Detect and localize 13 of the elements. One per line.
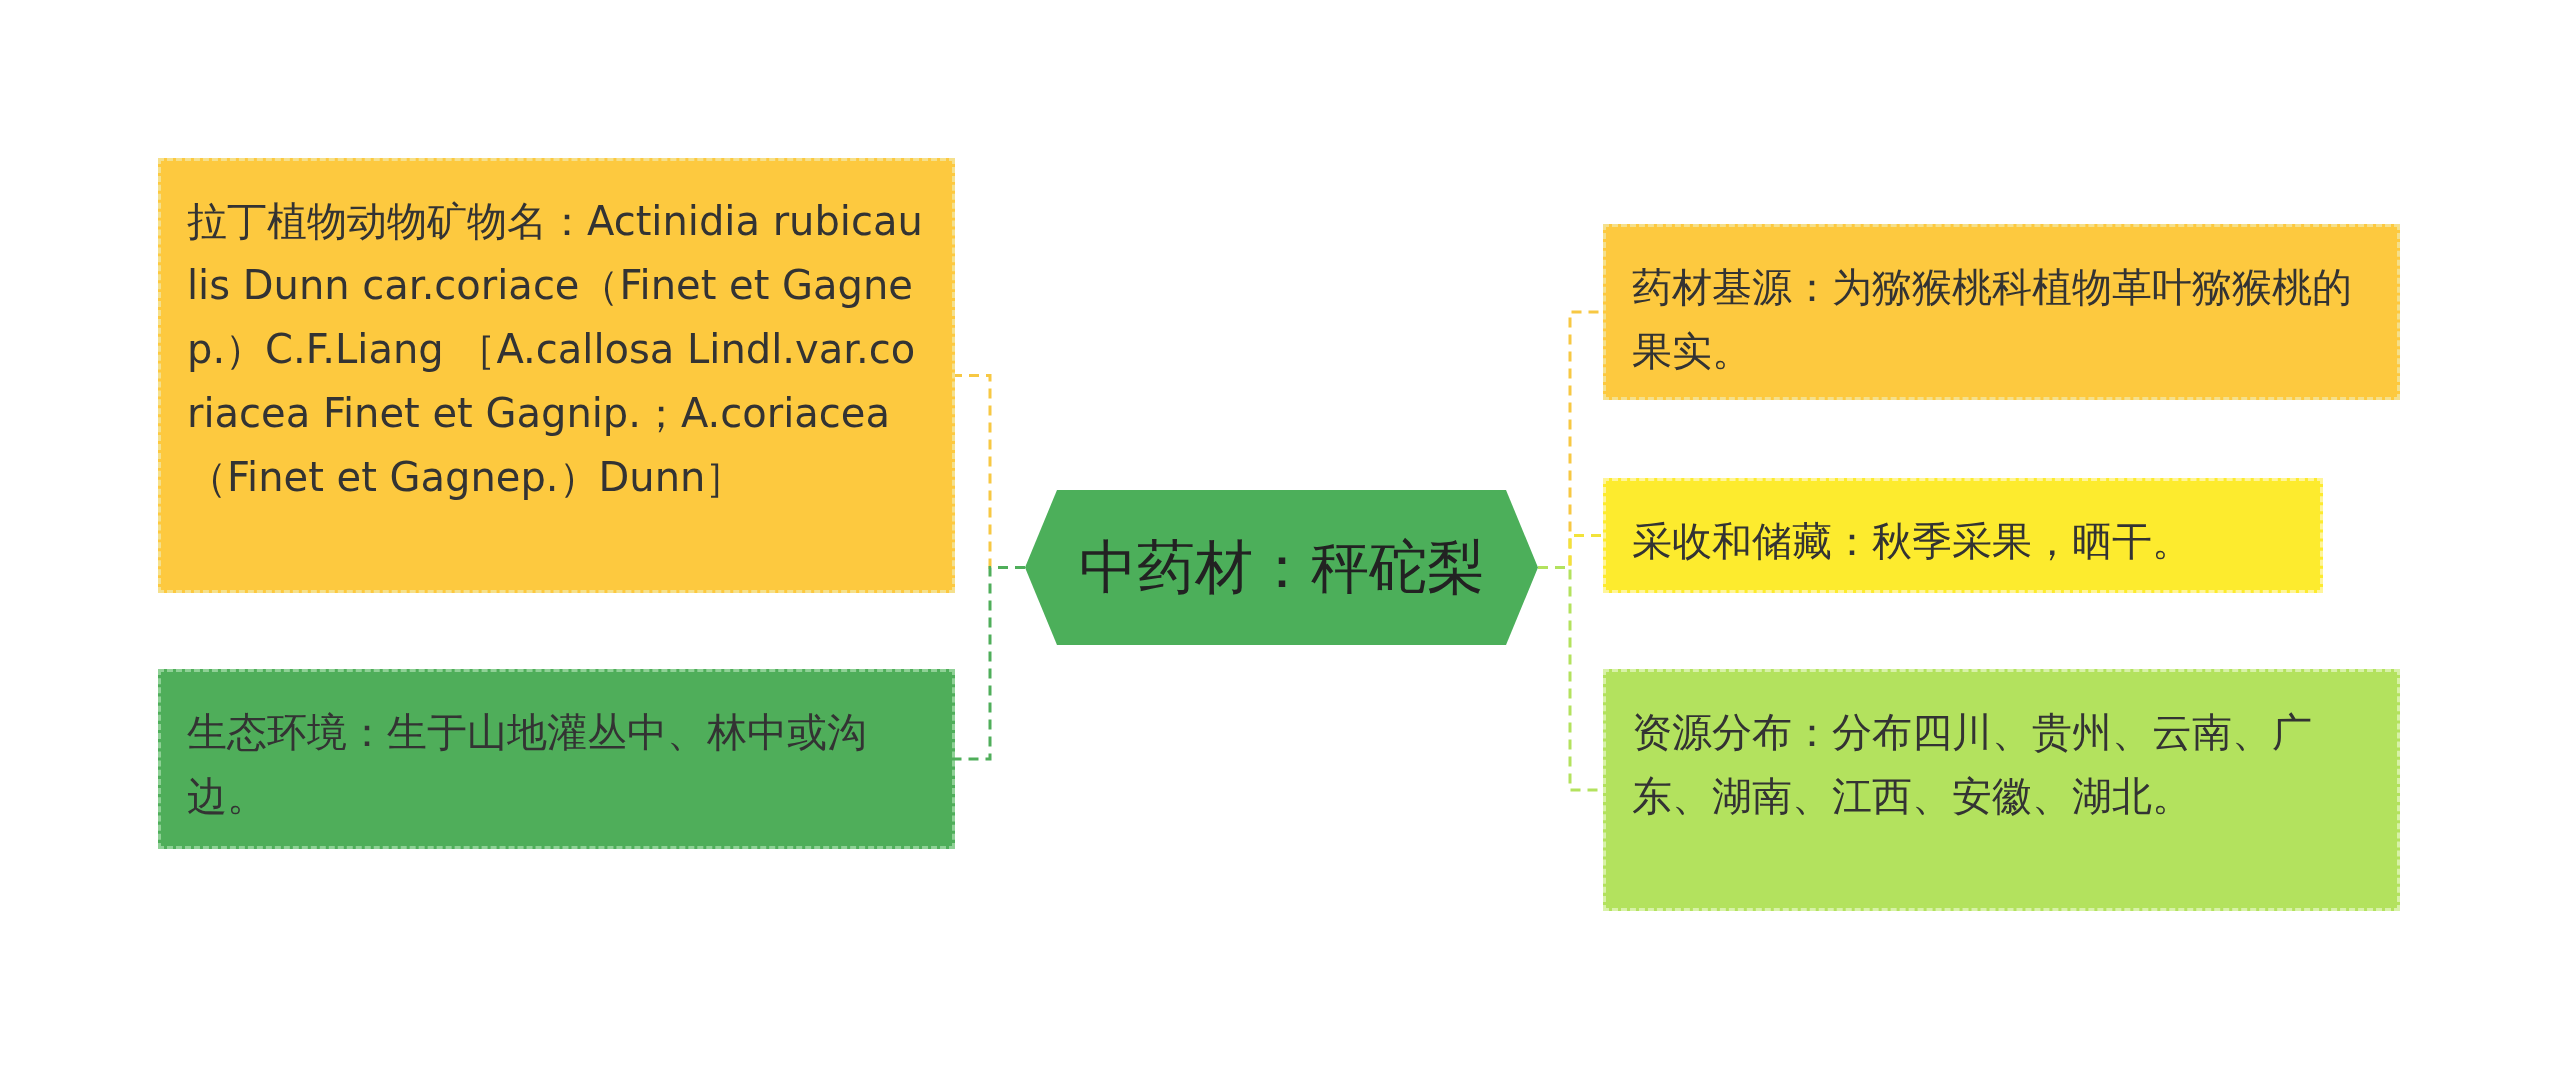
topic-box xyxy=(1603,224,2400,400)
topic-text: 采收和储藏：秋季采果，晒干。 xyxy=(1632,517,2193,566)
topic-hexagon xyxy=(1025,490,1538,645)
topic-box xyxy=(1603,669,2400,911)
topic-box xyxy=(158,158,955,593)
topic-box xyxy=(1603,478,2323,593)
topic-text: 资源分布：分布四川、贵州、云南、广东、湖南、江西、安徽、湖北。 xyxy=(1632,708,2313,821)
topic-text: 拉丁植物动物矿物名：Actinidia rubicaulis Dunn car.coriace（Finet et Gagnep.）C.F.Liang ［A.callosa Lindl.var.coriacea Finet et Gagnip.；A.coriacea（Finet et Gagnep.）Dunn］ xyxy=(187,197,924,502)
connector xyxy=(955,566,1025,761)
topic-title: 中药材：秤砣梨 xyxy=(1078,531,1485,603)
topic-text: 生态环境：生于山地灌丛中、林中或沟边。 xyxy=(187,708,868,821)
topic-box xyxy=(158,669,955,849)
topic-text: 药材基源：为猕猴桃科植物革叶猕猴桃的果实。 xyxy=(1632,263,2353,376)
